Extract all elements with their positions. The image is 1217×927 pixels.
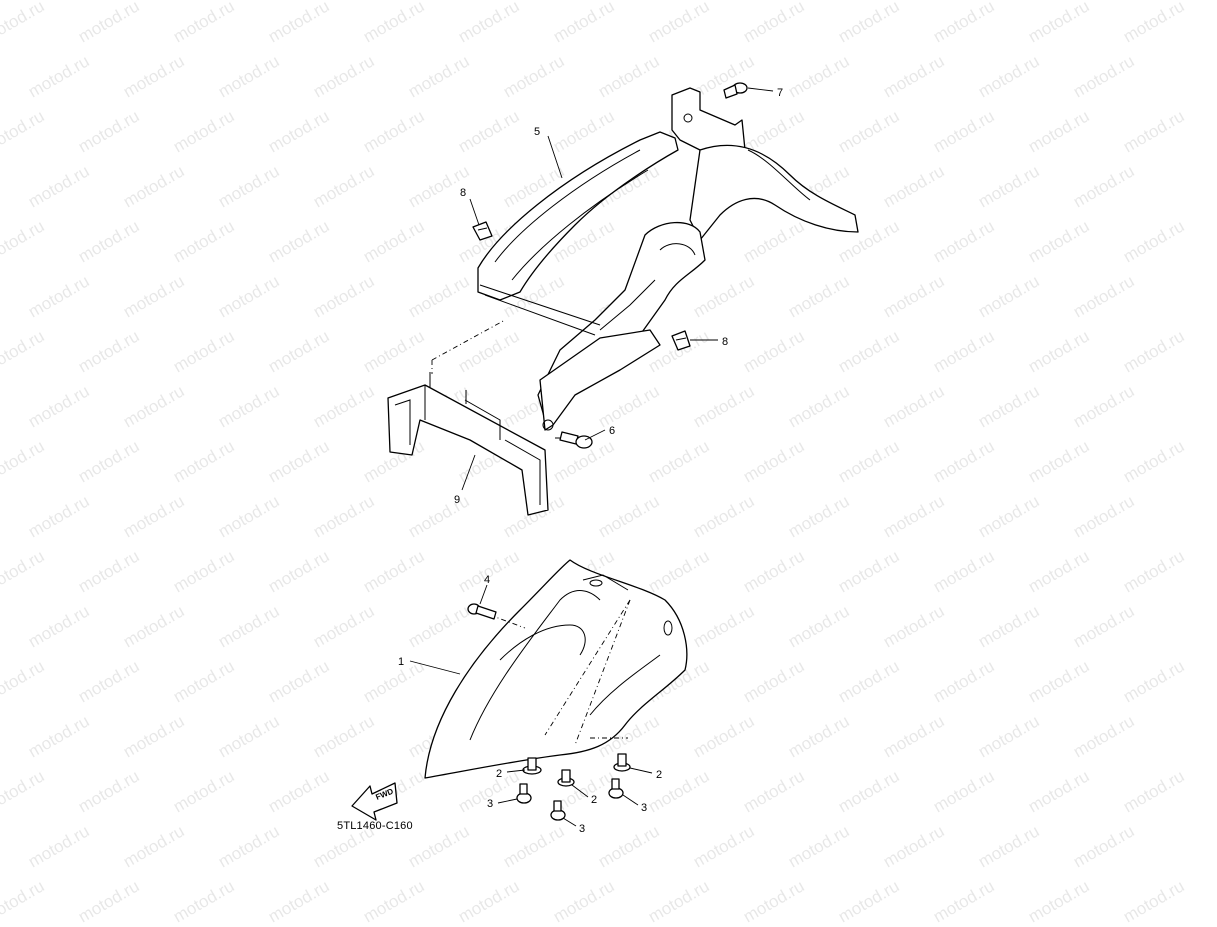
callout-3-right: 3 bbox=[641, 802, 647, 814]
bolt-4-icon bbox=[467, 603, 497, 620]
assembly-guide-lines-fender bbox=[489, 599, 631, 746]
callout-1: 1 bbox=[398, 656, 404, 668]
rear-fender-bracket bbox=[477, 87, 859, 431]
collar-2-icon-c bbox=[613, 753, 631, 772]
front-fender bbox=[424, 559, 688, 779]
callout-3-middle: 3 bbox=[579, 823, 585, 835]
bolt-3-icon-a bbox=[516, 783, 532, 804]
callout-8-top: 8 bbox=[460, 187, 466, 199]
callout-8-right: 8 bbox=[722, 336, 728, 348]
callout-9: 9 bbox=[454, 494, 460, 506]
callout-4: 4 bbox=[484, 574, 490, 586]
leader-lines bbox=[409, 87, 774, 827]
bolt-7-icon bbox=[723, 82, 748, 99]
callout-2-left: 2 bbox=[496, 768, 502, 780]
inner-splash-panel bbox=[387, 372, 549, 516]
callout-2-right: 2 bbox=[656, 769, 662, 781]
bolt-6-icon bbox=[559, 431, 593, 449]
bolt-3-icon-b bbox=[550, 800, 566, 821]
callout-2-middle: 2 bbox=[591, 794, 597, 806]
diagram-code: 5TL1460-C160 bbox=[337, 820, 413, 832]
collar-2-icon-b bbox=[557, 769, 575, 787]
callout-6: 6 bbox=[609, 425, 615, 437]
fwd-arrow-icon: FWD bbox=[351, 782, 398, 821]
collar-2-icon-a bbox=[522, 757, 542, 775]
callout-7: 7 bbox=[777, 87, 783, 99]
callout-3-left: 3 bbox=[487, 798, 493, 810]
bolt-3-icon-c bbox=[608, 778, 624, 799]
nut-clip-8-icon-right bbox=[671, 330, 691, 351]
callout-numbers: 5 7 8 8 6 9 4 1 2 2 2 3 3 3 bbox=[398, 87, 783, 835]
callout-5: 5 bbox=[534, 126, 540, 138]
nut-clip-8-icon bbox=[472, 221, 493, 241]
fasteners bbox=[467, 82, 748, 821]
